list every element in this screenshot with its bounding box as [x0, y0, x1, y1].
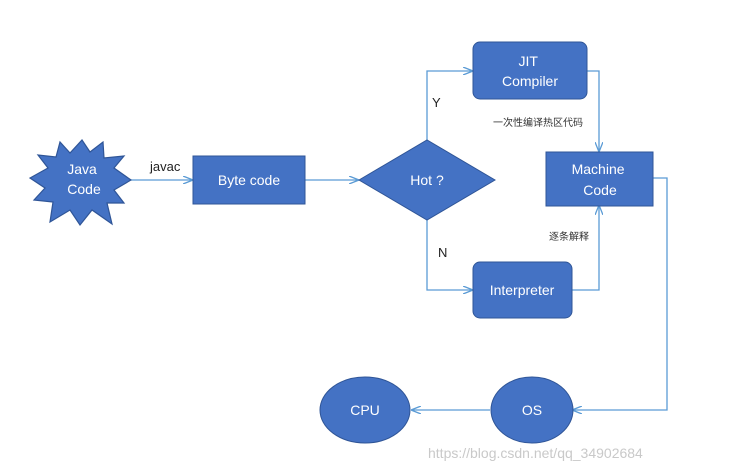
svg-text:Machine Code: Machine Code: [572, 161, 629, 198]
node-java-code: Java Code: [28, 139, 133, 227]
node-os: OS: [490, 376, 574, 444]
edges: [128, 70, 668, 410]
hot-label: Hot ?: [410, 172, 444, 188]
java-code-label-line1: Java: [67, 161, 97, 177]
machine-code-label-line2: Code: [583, 182, 617, 198]
node-cpu: CPU: [319, 376, 411, 444]
cpu-label: CPU: [350, 402, 380, 418]
edge-label-javac: javac: [149, 159, 181, 174]
edge-label-compile-hot: 一次性编译热区代码: [493, 116, 583, 129]
edge-label-interpret-line: 逐条解释: [549, 230, 589, 243]
edge-label-no: N: [438, 245, 447, 260]
java-code-label-line2: Code: [67, 181, 101, 197]
node-interpreter: Interpreter: [472, 261, 573, 319]
interpreter-label: Interpreter: [490, 282, 555, 298]
edge-label-yes: Y: [432, 95, 441, 110]
java-code-starburst: [28, 139, 133, 227]
node-hot-decision: Hot ?: [358, 139, 496, 221]
watermark-text: https://blog.csdn.net/qq_34902684: [428, 445, 643, 461]
jit-label-line1: JIT: [518, 53, 538, 69]
os-label: OS: [522, 402, 542, 418]
edge-interpreter-machine: [572, 206, 599, 291]
machine-code-label-line1: Machine: [572, 161, 625, 177]
edge-hot-jit: [426, 71, 472, 140]
edge-machine-os: [573, 177, 668, 410]
jit-label-line2: Compiler: [502, 73, 558, 89]
edge-hot-interpreter: [426, 220, 472, 290]
node-jit-compiler: JIT Compiler: [472, 41, 588, 100]
edge-jit-machine: [587, 70, 599, 151]
byte-code-label: Byte code: [218, 172, 280, 188]
node-byte-code: Byte code: [192, 155, 306, 205]
node-machine-code: Machine Code: [545, 151, 654, 207]
svg-text:JIT Compiler: JIT Compiler: [502, 53, 558, 89]
svg-text:Java Code: Java Code: [67, 161, 101, 197]
